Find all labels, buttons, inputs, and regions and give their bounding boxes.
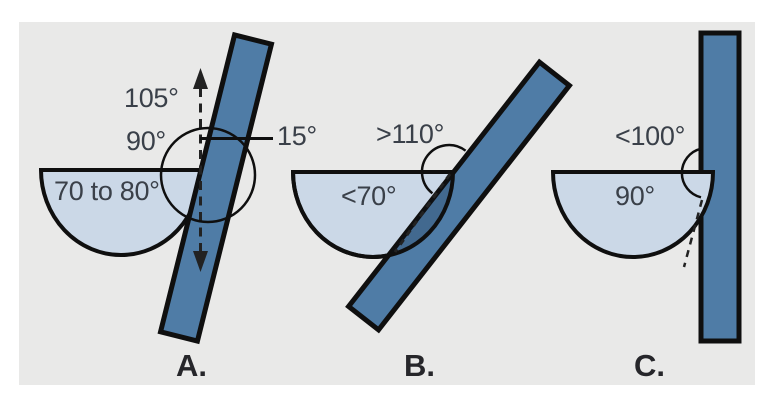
angle-label-lt-100: <100° — [615, 121, 686, 151]
angle-label-90-c: 90° — [615, 181, 655, 211]
panel-letter-c: C. — [634, 348, 665, 383]
angle-arc-c — [680, 147, 702, 199]
arrow-up-icon — [193, 68, 208, 89]
angle-label-gt-110: >110° — [376, 119, 445, 149]
arrow-down-icon — [193, 251, 208, 272]
panel-letter-b: B. — [404, 348, 435, 383]
probe-axis-dashed-b — [393, 173, 452, 253]
angle-label-lt-70: <70° — [341, 181, 397, 211]
angle-circle-a — [159, 126, 257, 224]
socket-bowl-b-outline — [290, 170, 456, 259]
socket-bowl-c — [550, 170, 716, 259]
angle-label-15: 15° — [277, 121, 317, 151]
angle-label-90-a: 90° — [126, 126, 166, 156]
probe-axis-dashed-c — [682, 199, 704, 268]
angle-label-105: 105° — [124, 83, 179, 113]
angle-label-70-to-80: 70 to 80° — [54, 176, 160, 206]
probe-rod-a — [157, 31, 275, 345]
angle-arc-b — [420, 143, 467, 195]
panel-letter-a: A. — [176, 348, 207, 383]
